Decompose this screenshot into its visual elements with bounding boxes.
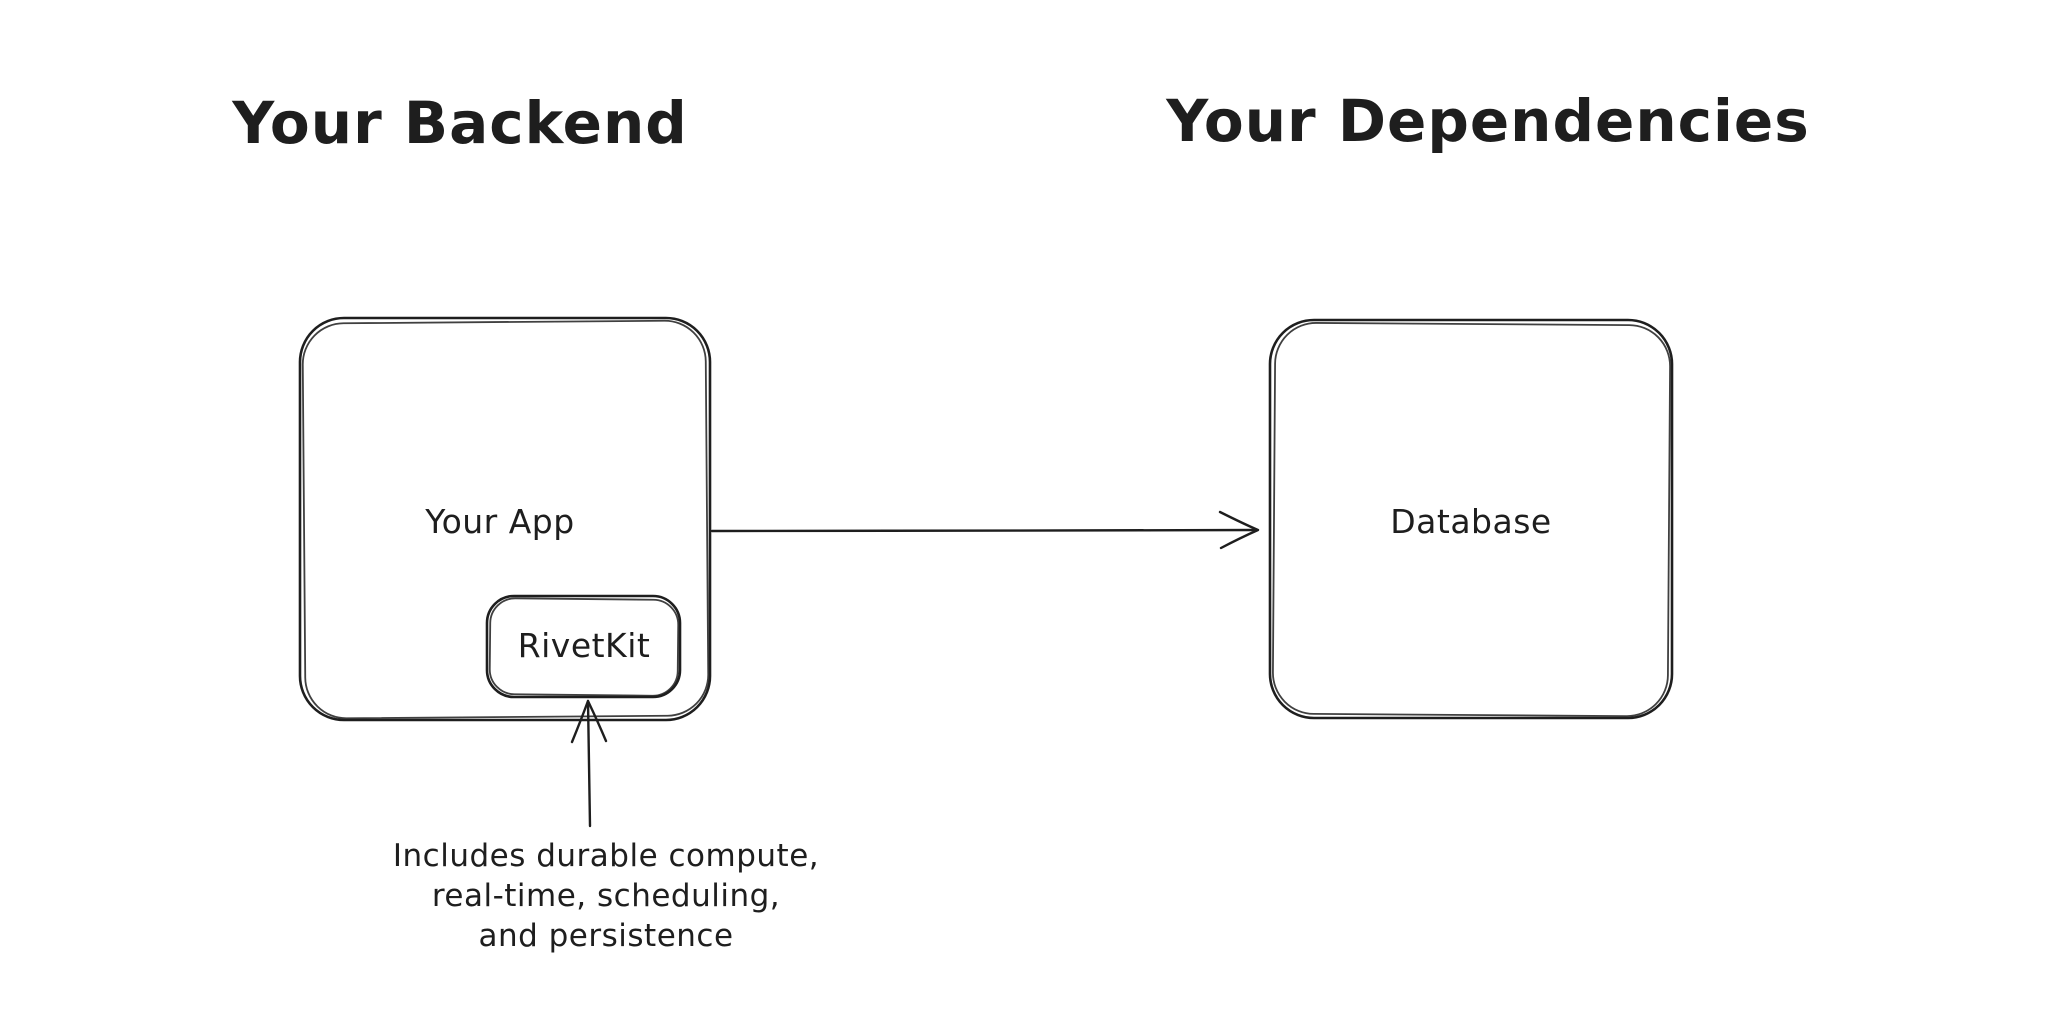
database-box [1268,318,1674,720]
annotation-line-2: real-time, scheduling, [432,878,780,914]
rivetkit-label: RivetKit [518,626,651,665]
arrow-annotation-to-rivetkit [570,699,608,828]
database-node: Database [1268,318,1674,720]
arrow-app-to-database-line [710,528,1258,533]
rivetkit-box [485,594,682,699]
arrow-app-to-database [710,510,1260,550]
annotation-line-3: and persistence [478,918,733,954]
your-app-node: Your App [298,316,712,722]
arrow-app-to-database-head [1218,510,1260,550]
your-app-label: Your App [424,502,574,541]
database-label: Database [1390,502,1551,541]
your-app-box-sketch-stroke [301,319,710,720]
section-title-your-backend: Your Backend [231,89,688,157]
rivetkit-box-sketch-stroke [488,597,680,697]
your-app-box [298,316,712,722]
arrow-annotation-to-rivetkit-line [586,699,592,828]
database-box-sketch-stroke [1272,322,1671,717]
section-title-your-dependencies: Your Dependencies [1165,87,1810,155]
rivetkit-node: RivetKit [485,594,682,699]
annotation-line-1: Includes durable compute, [393,838,819,874]
arrow-annotation-to-rivetkit-head [570,699,608,744]
annotation-text: Includes durable compute, real-time, sch… [393,838,819,954]
